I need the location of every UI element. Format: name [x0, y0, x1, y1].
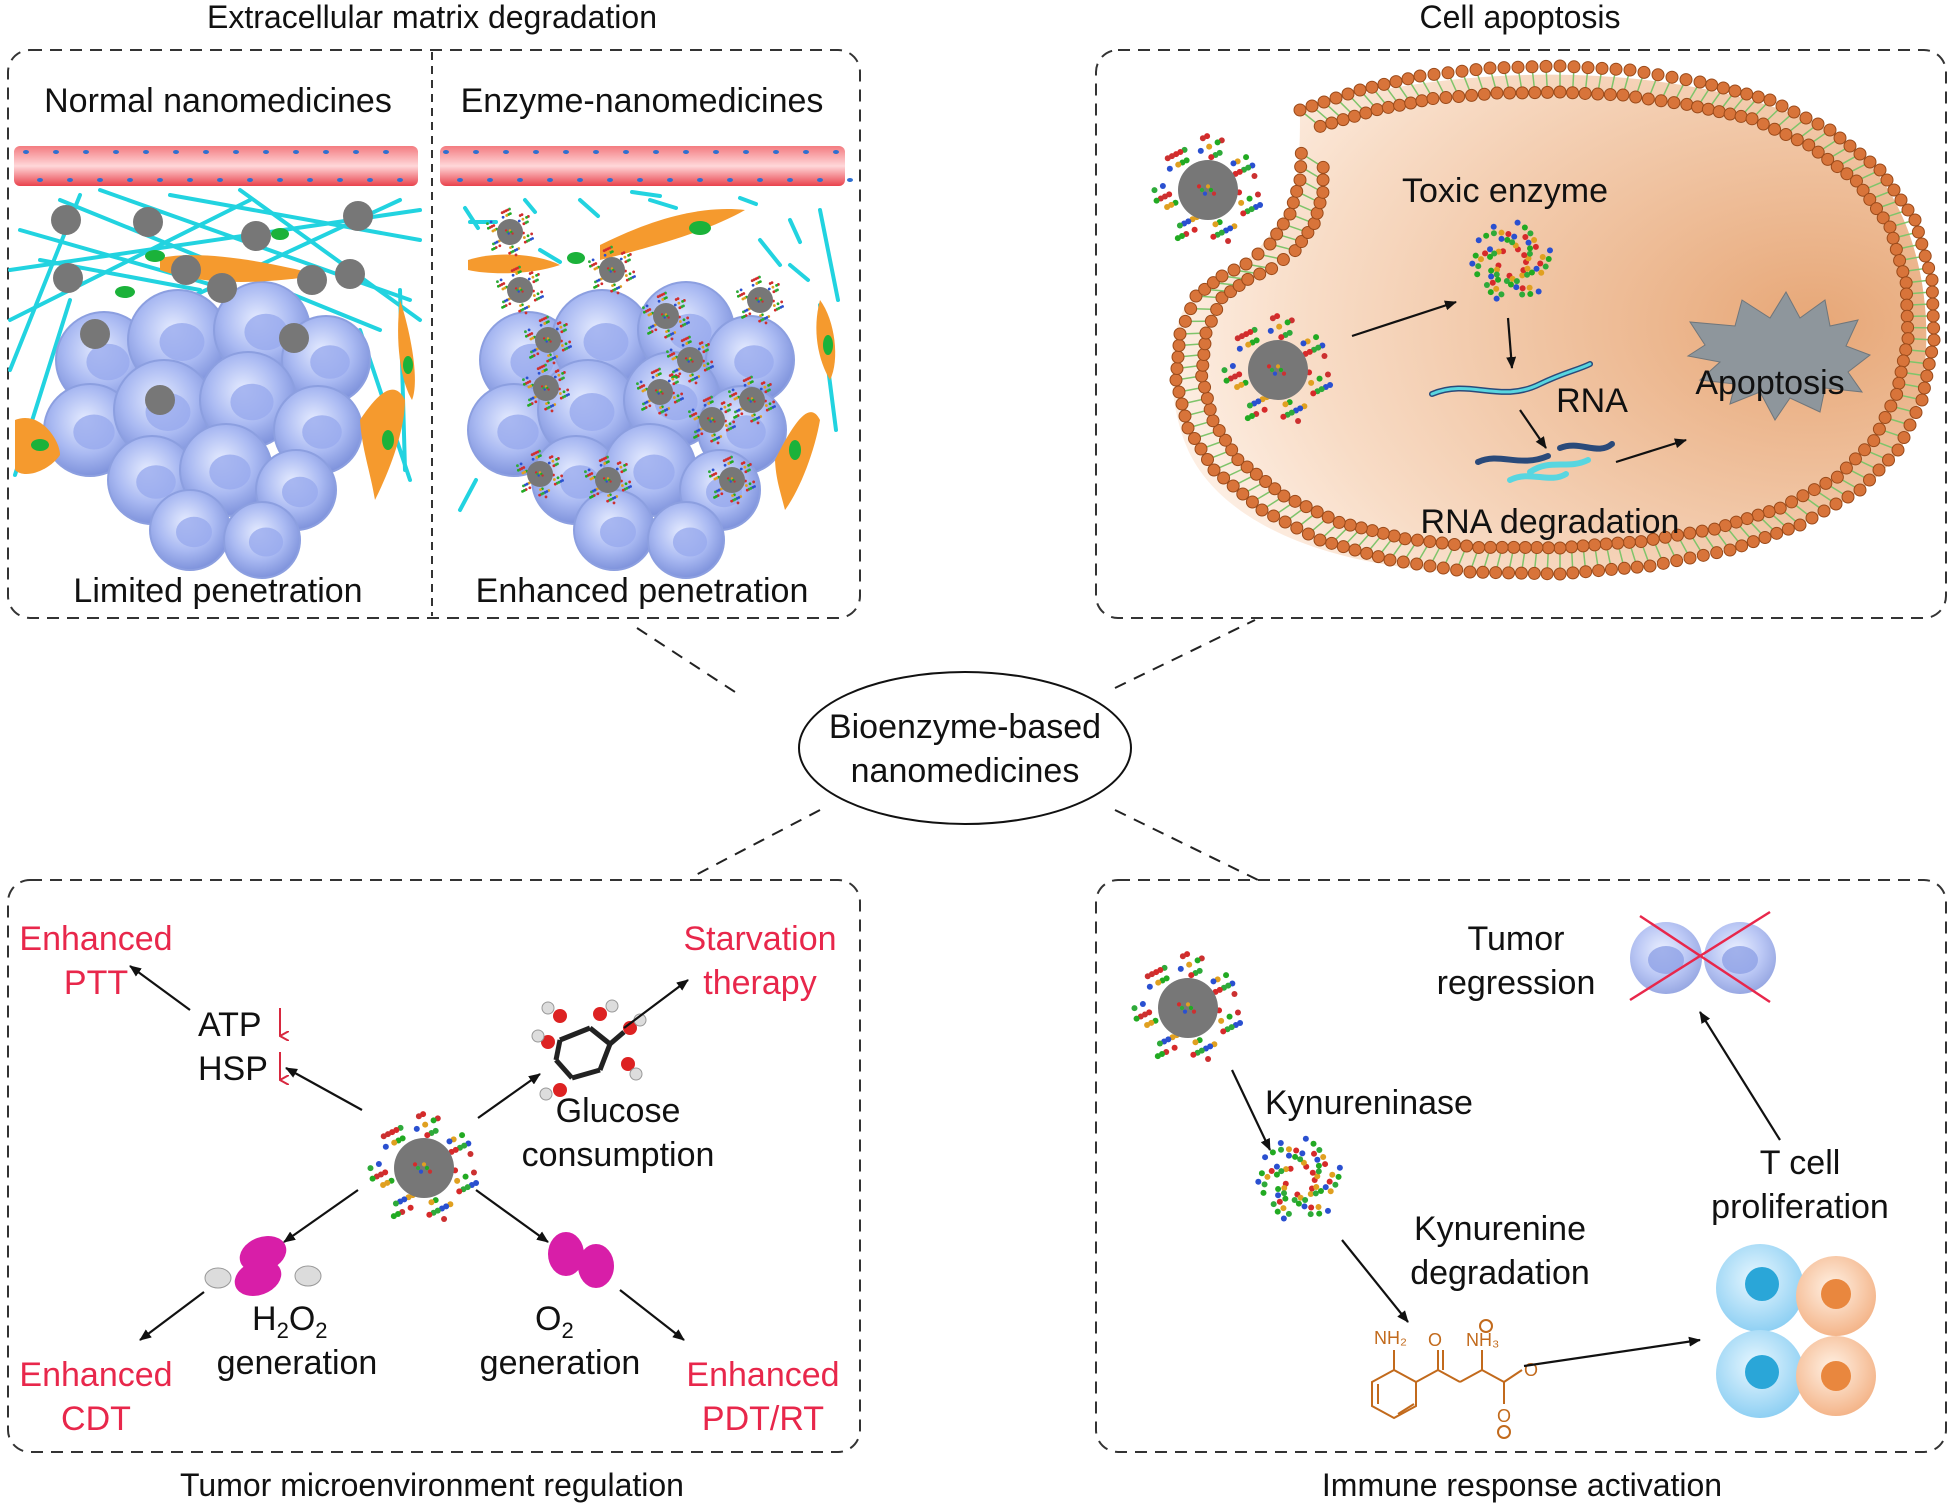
- tcell-label-line1: T cell: [1760, 1144, 1841, 1182]
- tumor-label-line2: regression: [1437, 964, 1596, 1002]
- arrow-to-tumor-regression: [1699, 1011, 1781, 1141]
- glucose-molecule: [531, 999, 647, 1101]
- arrow-to-kynurenine: [1341, 1239, 1409, 1323]
- carboxylate-o-label: O: [1497, 1406, 1511, 1426]
- nh3-label: NH₃: [1466, 1330, 1499, 1350]
- hsp-label: HSP: [198, 1050, 268, 1088]
- fibroblast-nuclei-left: [31, 228, 413, 451]
- rna-label: RNA: [1556, 382, 1628, 420]
- apoptosis-title: Cell apoptosis: [1420, 0, 1621, 35]
- tme-nanoparticle: [367, 1111, 480, 1223]
- apoptosis-panel-border: [1095, 49, 1947, 619]
- apoptosis-burst: [1686, 290, 1872, 421]
- cell-cytoplasm: [1171, 74, 1927, 573]
- center-label-line2: nanomedicines: [851, 752, 1080, 790]
- starvation-label-line1: Starvation: [683, 920, 836, 958]
- arrow-to-h2o2: [283, 1189, 359, 1243]
- ecm-title: Extracellular matrix degradation: [207, 0, 657, 35]
- blood-vessel-right: [440, 146, 845, 186]
- ptt-label-line1: Enhanced: [19, 920, 172, 958]
- arrow-to-glucose: [477, 1073, 541, 1119]
- pdt-label-line1: Enhanced: [686, 1356, 839, 1394]
- cell-membrane: [1169, 59, 1941, 581]
- fibroblasts-left: [15, 255, 415, 500]
- immune-title: Immune response activation: [1322, 1467, 1722, 1503]
- arrow-to-cdt: [139, 1291, 205, 1341]
- kynurenine-molecule: [1371, 1319, 1523, 1439]
- center-label-line1: Bioenzyme-based: [829, 708, 1101, 746]
- arrow-to-starvation: [623, 979, 689, 1029]
- panel-ecm: Extracellular matrix degradation Normal …: [7, 0, 861, 619]
- panel-immune: Immune response activation Kynureninase …: [1095, 879, 1947, 1503]
- carboxyl-o-label: O: [1524, 1360, 1538, 1380]
- tcell-label-line2: proliferation: [1711, 1188, 1889, 1226]
- pdt-label-line2: PDT/RT: [702, 1400, 824, 1438]
- h2o2-generation-label: generation: [217, 1344, 378, 1382]
- h2o2-molecule: [204, 1236, 322, 1296]
- tme-title: Tumor microenvironment regulation: [180, 1467, 684, 1503]
- kynurenine-label-line1: Kynurenine: [1414, 1210, 1586, 1248]
- ecm-left-footer: Limited penetration: [73, 572, 362, 610]
- ecm-right-footer: Enhanced penetration: [476, 572, 809, 610]
- immune-panel-border: [1095, 879, 1947, 1453]
- normal-nanoparticles: [51, 201, 373, 415]
- glucose-label-line1: Glucose: [556, 1092, 681, 1130]
- fibroblast-nuclei-right: [567, 221, 833, 460]
- vessel-nuclei: [23, 150, 853, 182]
- o2-molecule: [548, 1232, 614, 1288]
- nanoparticle-internalized: [1221, 313, 1334, 425]
- ecm-left-header: Normal nanomedicines: [44, 82, 392, 120]
- kynureninase-label: Kynureninase: [1265, 1084, 1473, 1122]
- atp-label: ATP: [198, 1006, 262, 1044]
- regressing-tumor-cells: [1629, 910, 1776, 1004]
- cdt-label-line1: Enhanced: [19, 1356, 172, 1394]
- arrow-to-apoptosis: [1615, 438, 1687, 464]
- arrow-to-pdt: [619, 1289, 685, 1341]
- panel-tme: Tumor microenvironment regulation Enhanc…: [7, 879, 861, 1503]
- toxic-enzyme-label: Toxic enzyme: [1402, 172, 1608, 210]
- immune-nanoparticle: [1131, 951, 1244, 1063]
- center-node: Bioenzyme-based nanomedicines: [798, 671, 1132, 825]
- arrow-to-rna: [1506, 317, 1517, 369]
- nh2-label: NH₂: [1374, 1328, 1407, 1348]
- panel-apoptosis: Cell apoptosis Toxic enzyme RNA RNA degr…: [1095, 0, 1947, 619]
- apoptosis-label: Apoptosis: [1695, 364, 1844, 402]
- o2-label: O2: [535, 1300, 574, 1343]
- toxic-enzyme-cluster: [1469, 219, 1553, 302]
- ecm-right-header: Enzyme-nanomedicines: [461, 82, 824, 120]
- rna-degradation-label: RNA degradation: [1421, 503, 1680, 541]
- enzyme-nanoparticles: [486, 207, 784, 505]
- kynureninase-enzyme: [1255, 1135, 1343, 1222]
- ketone-o-label: O: [1428, 1330, 1442, 1350]
- rna-strands: [1429, 361, 1615, 483]
- glucose-label-line2: consumption: [522, 1136, 715, 1174]
- starvation-label-line2: therapy: [703, 964, 816, 1002]
- ptt-label-line2: PTT: [64, 964, 128, 1002]
- arrow-to-o2: [475, 1189, 549, 1243]
- arrow-to-atp-hsp: [285, 1067, 363, 1111]
- tumor-cluster-right: [467, 281, 795, 579]
- t-cells: [1716, 1244, 1876, 1418]
- cdt-label-line2: CDT: [61, 1400, 131, 1438]
- arrow-to-rna-degradation: [1519, 409, 1547, 449]
- nanoparticle-endocytosis: [1151, 133, 1264, 245]
- tme-panel-border: [7, 879, 861, 1453]
- arrow-to-tcells: [1523, 1336, 1701, 1368]
- arrow-to-kynureninase: [1231, 1069, 1271, 1151]
- arrow-to-toxic-enzyme: [1351, 300, 1457, 338]
- connector-lines: [636, 619, 1259, 881]
- ecm-panel-border: [7, 49, 861, 619]
- tumor-label-line1: Tumor: [1468, 920, 1565, 958]
- o2-generation-label: generation: [480, 1344, 641, 1382]
- kynurenine-label-line2: degradation: [1410, 1254, 1590, 1292]
- h2o2-label: H2O2: [252, 1300, 328, 1343]
- arrow-to-ptt: [129, 965, 191, 1011]
- blood-vessel-left: [14, 146, 418, 186]
